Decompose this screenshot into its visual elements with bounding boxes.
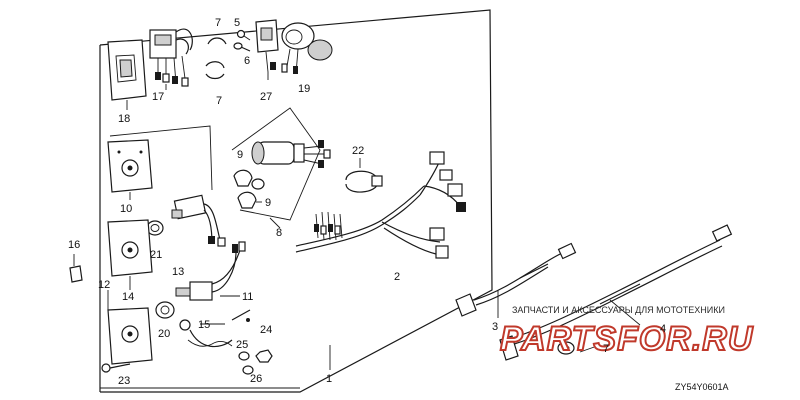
- part-7-clips: [205, 37, 227, 80]
- part-6-screw: [233, 42, 251, 52]
- part-13-switch: [171, 194, 226, 247]
- assembly-outline: [99, 9, 493, 393]
- diagram-code: ZY54Y0601A: [675, 382, 729, 392]
- callout-2: 2: [394, 271, 400, 283]
- part-11-switch: [175, 241, 246, 301]
- part-7-clip-c: [557, 341, 575, 355]
- part-5-screw: [236, 29, 251, 41]
- watermark-caption: ЗАПЧАСТИ И АКСЕССУАРЫ ДЛЯ МОТОТЕХНИКИ: [512, 305, 725, 315]
- callout-9-bottom: 9: [265, 197, 271, 209]
- callout-4: 4: [660, 323, 666, 335]
- callout-3: 3: [492, 321, 498, 333]
- callout-16: 16: [68, 239, 80, 251]
- part-10-plate: [107, 125, 213, 200]
- callout-24: 24: [260, 324, 272, 336]
- part-3-cable: [455, 242, 577, 317]
- callout-15: 15: [198, 319, 210, 331]
- part-24-nut: [255, 349, 273, 363]
- callout-21: 21: [150, 249, 162, 261]
- callout-7-mid: 7: [216, 95, 222, 107]
- part-20-nut: [155, 301, 175, 319]
- callout-23: 23: [118, 375, 130, 387]
- part-23-screw: [101, 363, 131, 373]
- callout-20: 20: [158, 328, 170, 340]
- callout-26: 26: [250, 373, 262, 385]
- callout-10: 10: [120, 203, 132, 215]
- callout-7-top: 7: [215, 17, 221, 29]
- part-8-ignition-group: [231, 107, 331, 229]
- part-22-clamp: [345, 158, 383, 193]
- callouts: 5 7 6 7 17 27 19 18 9 22 9 10 8 16 21 13…: [68, 17, 666, 387]
- watermark: ЗАПЧАСТИ И АКСЕССУАРЫ ДЛЯ МОТОТЕХНИКИ PA…: [499, 305, 754, 359]
- callout-25: 25: [236, 339, 248, 351]
- callout-1: 1: [326, 373, 332, 385]
- part-12-plate: [107, 290, 153, 365]
- part-9-key-a: [233, 169, 265, 190]
- callout-27: 27: [260, 91, 272, 103]
- callout-8: 8: [276, 227, 282, 239]
- leader-lines: [497, 290, 641, 353]
- part-14-plate: [107, 219, 153, 290]
- part-27-holder: [255, 19, 279, 80]
- part-9-key-b: [237, 191, 262, 209]
- callout-6: 6: [244, 55, 250, 67]
- part-21-nut: [146, 220, 164, 236]
- callout-18: 18: [118, 113, 130, 125]
- part-4-cable: [499, 224, 733, 361]
- part-15-lanyard: [179, 309, 251, 348]
- part-2-harness: [295, 151, 466, 259]
- part-17-switch: [149, 28, 193, 90]
- part-18-plate: [107, 39, 147, 110]
- watermark-logo: PARTSFOR.RU: [500, 320, 754, 358]
- callout-13: 13: [172, 266, 184, 278]
- part-25-washer: [238, 351, 250, 361]
- part-26-washer: [242, 365, 254, 375]
- callout-9-top: 9: [237, 149, 243, 161]
- callout-14: 14: [122, 291, 134, 303]
- callout-11: 11: [242, 291, 253, 303]
- callout-17: 17: [152, 91, 164, 103]
- callout-5: 5: [234, 17, 240, 29]
- callout-12: 12: [98, 279, 110, 291]
- callout-7-outer: 7: [603, 343, 609, 355]
- callout-19: 19: [298, 83, 310, 95]
- part-19-buzzer: [281, 22, 333, 75]
- part-16-clip: [69, 254, 83, 283]
- callout-22: 22: [352, 145, 364, 157]
